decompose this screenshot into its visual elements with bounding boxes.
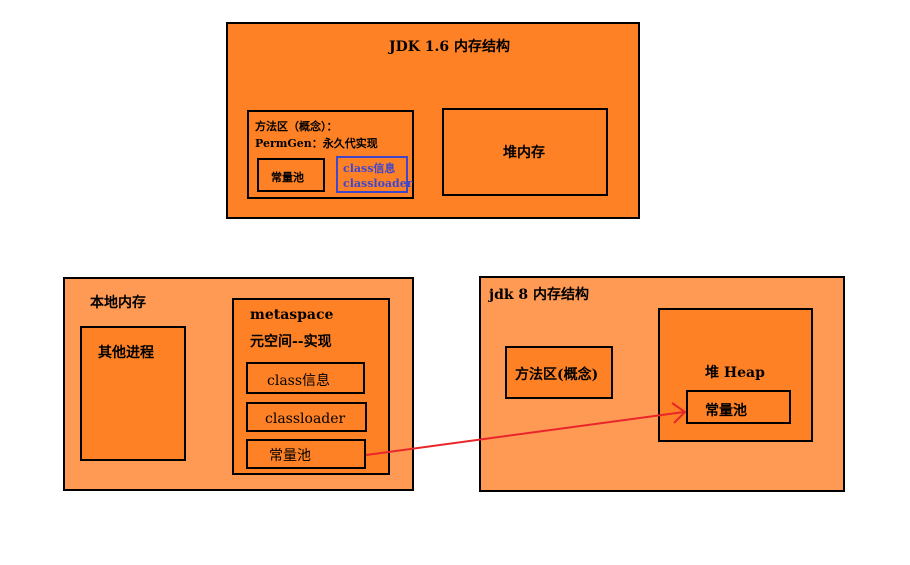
- metaspace-class-info-box: [246, 362, 365, 394]
- jdk16-class-info-label: class信息: [343, 162, 396, 175]
- jdk16-const-pool-label: 常量池: [271, 171, 304, 184]
- jdk16-classloader-label: classloader: [343, 177, 413, 190]
- metaspace-const-pool-label: 常量池: [269, 448, 311, 464]
- metaspace-const-pool-box: [246, 439, 366, 469]
- jdk8-title: jdk 8 内存结构: [489, 287, 590, 303]
- jdk8-heap-const-pool-box: [686, 390, 791, 424]
- jdk16-class-info-box: [336, 156, 408, 193]
- jdk8-heap-label: 堆 Heap: [705, 365, 765, 381]
- jdk16-heap-box: [442, 108, 608, 196]
- jdk8-method-area-label: 方法区(概念): [515, 367, 599, 383]
- metaspace-subtitle: 元空间--实现: [250, 334, 332, 350]
- jdk16-method-area-label: 方法区（概念）：: [255, 120, 338, 133]
- native-memory-title: 本地内存: [90, 295, 146, 311]
- jdk16-heap-label: 堆内存: [503, 145, 545, 161]
- metaspace-classloader-label: classloader: [265, 411, 346, 427]
- metaspace-class-info-label: class信息: [267, 373, 331, 389]
- jdk16-title: JDK 1.6 内存结构: [389, 39, 511, 55]
- jdk8-heap-const-pool-label: 常量池: [705, 403, 747, 419]
- metaspace-classloader-box: [246, 402, 367, 432]
- jdk16-const-pool-box: [257, 158, 325, 192]
- metaspace-title: metaspace: [250, 307, 334, 323]
- jdk16-permgen-label: PermGen：永久代实现: [255, 137, 378, 150]
- other-processes-label: 其他进程: [98, 345, 154, 361]
- jdk8-method-area-box: [505, 346, 613, 399]
- other-processes-box: [80, 326, 186, 461]
